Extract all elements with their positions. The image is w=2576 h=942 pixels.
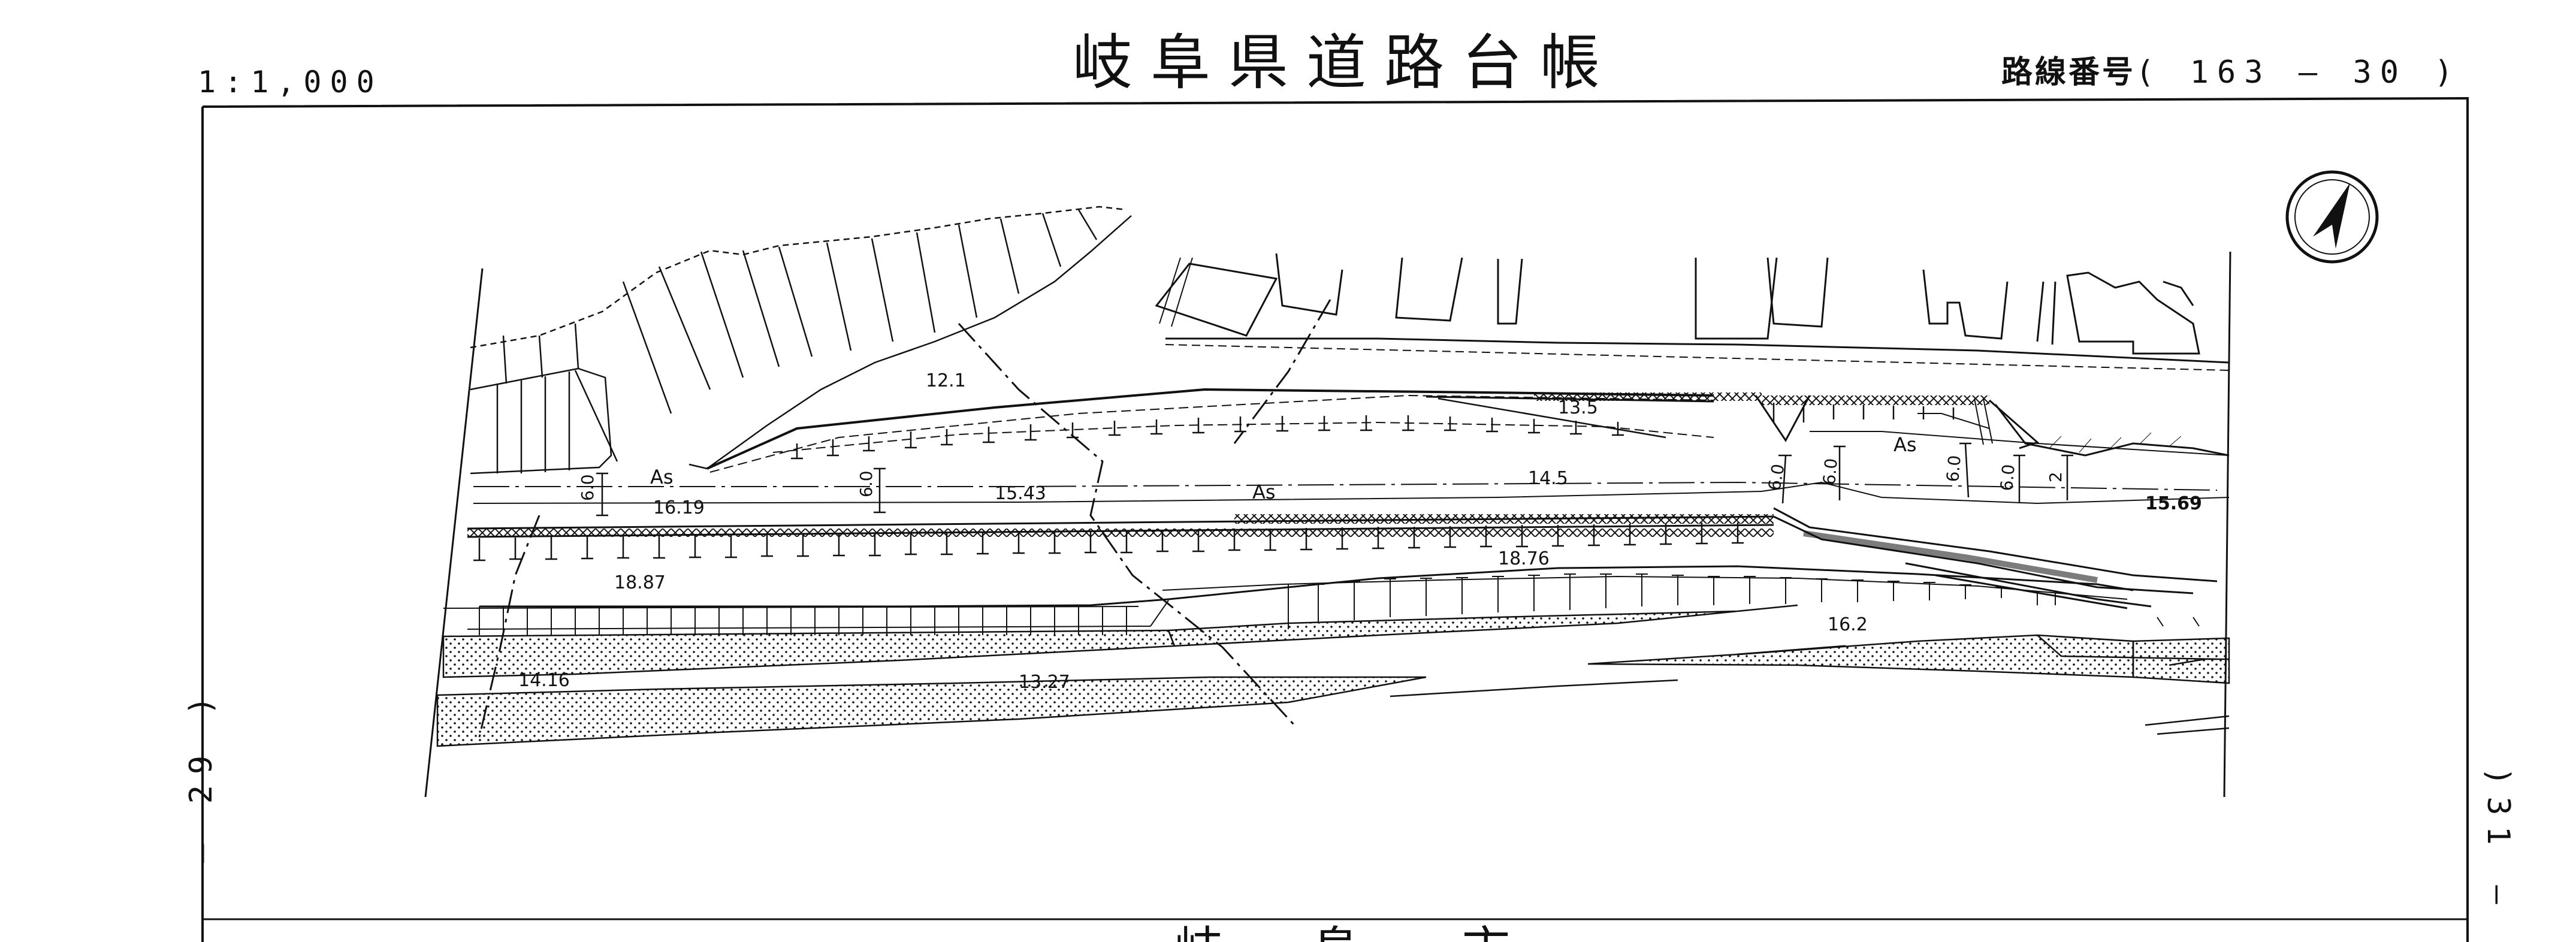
lower-terrace (443, 565, 2200, 635)
embankment-ticks-south (473, 523, 1744, 561)
buildings (1155, 253, 2200, 355)
bottom-municipality-title: 岐 阜 市 (1174, 922, 1510, 942)
width-label: 6.0 (578, 474, 597, 501)
spot-elevation: 12.1 (926, 370, 966, 391)
bottom-title-char: 岐 (1174, 922, 1222, 942)
spot-elevation: 15.43 (995, 483, 1046, 504)
spot-elevation: 14.5 (1528, 468, 1568, 489)
road-surface-label: As (650, 466, 674, 488)
spot-elevation: 16.2 (1828, 614, 1868, 635)
plan-boundary (424, 251, 2231, 798)
width-label: 6.0 (1943, 454, 1965, 482)
route-number-label: 路線番号 (2001, 55, 2136, 90)
spot-elevation: 13.5 (1558, 397, 1598, 418)
riverbed-areas (436, 604, 2230, 747)
bottom-title-char: 阜 (1312, 922, 1360, 942)
route-number-value: ( 163 — 30 ) (2136, 55, 2462, 90)
adjacent-sheet-right: )31 — (2480, 767, 2516, 915)
hillside-slope (470, 206, 1132, 475)
road-width-labels: 6.0 6.0 6.0 6.0 6.0 6.0 2 (578, 454, 2065, 501)
spot-elevation: 18.76 (1498, 548, 1550, 569)
road-surface-label: As (1894, 433, 1917, 456)
spot-elevation: 13.27 (1019, 672, 1070, 693)
south-road-edge (467, 507, 2218, 609)
boundary-lines (478, 299, 1331, 738)
bottom-title-char: 市 (1462, 922, 1510, 942)
sheet-frame (201, 96, 2469, 942)
road-surface-labels: As As As (650, 433, 1917, 503)
road-surface-label: As (1252, 481, 1276, 503)
width-label: 6.0 (1764, 463, 1788, 493)
width-label: 6.0 (1997, 463, 2019, 491)
north-arrow-icon (2285, 170, 2379, 264)
spot-elevation: 18.87 (614, 572, 666, 593)
width-dimension-marks (596, 442, 2073, 517)
spot-elevation: 15.69 (2145, 493, 2202, 514)
width-label: 2 (2046, 472, 2065, 482)
width-label: 6.0 (856, 470, 876, 497)
road-centerline (473, 413, 2230, 505)
spot-elevation: 14.16 (518, 670, 570, 691)
upper-embankment (706, 388, 2230, 473)
embankment-ticks-upper (791, 403, 1955, 460)
spot-elevation: 16.19 (653, 497, 705, 518)
spot-elevations: 12.1 16.19 15.43 14.5 13.5 15.69 18.87 1… (518, 370, 2202, 693)
width-label: 6.0 (1819, 457, 1841, 485)
route-number-block: 路線番号( 163 — 30 ) (2001, 57, 2462, 88)
page-title: 岐阜県道路台帳 (1073, 28, 1618, 98)
frontage-line (1165, 337, 2230, 371)
adjacent-sheet-left: — 29 ) (183, 686, 219, 863)
map-scale: 1:1,000 (198, 65, 383, 99)
